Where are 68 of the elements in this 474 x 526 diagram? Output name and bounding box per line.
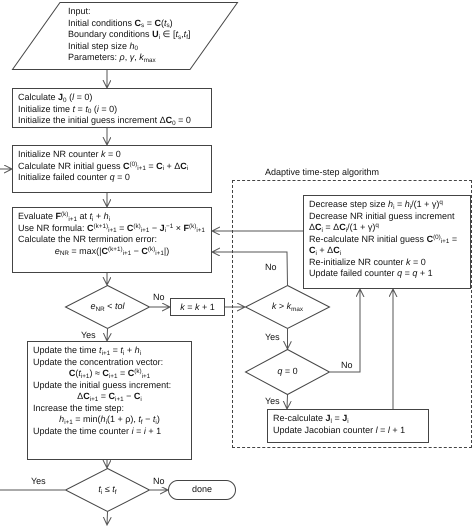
edge-label: Yes xyxy=(80,330,97,341)
step-text: Calculate NR initial guess C$^{(0)}$$_{i+1}$ = C$_{i}$ + ΔC$_{i}$ xyxy=(18,160,190,172)
step-text: Calculate the NR termination error: xyxy=(18,234,158,246)
process-box xyxy=(170,298,225,316)
step-text: Re-initialize NR counter k = 0 xyxy=(309,256,427,268)
step-text: Increase the time step: xyxy=(33,402,126,414)
process-box xyxy=(27,341,192,460)
arrow xyxy=(224,302,246,312)
condition-text: q = 0 xyxy=(277,366,298,378)
edge-label: No xyxy=(152,292,166,303)
process-box xyxy=(12,207,212,273)
region-title: Adaptive time-step algorithm xyxy=(265,167,380,178)
arrow xyxy=(212,226,304,236)
edge-label: No xyxy=(264,262,278,273)
step-text: Initial conditions C$_{s}$ = C(t$_{s}$) xyxy=(68,18,174,29)
step-text: Evaluate F$^{(k)}$$_{i+1}$ at t$_{i}$ + h$_{i}$ xyxy=(18,211,112,222)
edge-label: No xyxy=(340,360,354,371)
edge-label: Yes xyxy=(264,396,281,407)
arrow xyxy=(102,128,112,146)
step-text: Update the concentration vector: xyxy=(33,356,164,368)
step-text: k = k + 1 xyxy=(179,302,216,314)
step-text: Decrease step size h$_{i}$ = h$_{i}$/(1 + γ)$^{q}$ xyxy=(309,199,444,210)
arrow xyxy=(150,302,170,312)
arrow xyxy=(102,460,112,468)
step-text: h$_{i+1}$ = min(h$_{i}$(1 + ρ), t$_{f}$ − t$_{i}$) xyxy=(58,414,161,426)
edge-label: Yes xyxy=(30,476,47,487)
step-text: Decrease NR initial guess increment ΔC$_{i}$ = ΔC$_{i}$/(1 + γ)$^{q}$ xyxy=(309,210,456,234)
step-text: Initialize failed counter q = 0 xyxy=(18,172,131,184)
step-text: Initialize the initial guess increment ΔC$_{0}$ = 0 xyxy=(18,115,192,126)
step-text: Update failed counter q = q + 1 xyxy=(309,268,434,280)
step-text: Update the time counter i = i + 1 xyxy=(33,426,162,437)
edge-label: No xyxy=(152,476,166,487)
process-box xyxy=(303,195,471,289)
step-text: Parameters: ρ, γ, k$_{max}$ xyxy=(68,52,157,64)
arrow xyxy=(150,486,168,494)
step-text: done xyxy=(192,484,212,496)
step-text: Initial step size h$_{0}$ xyxy=(68,40,140,52)
condition-text: e$_{NR}$ < tol xyxy=(90,301,124,313)
step-text: Update the time t$_{i+1}$ = t$_{i}$ + h$_{i}$ xyxy=(33,345,142,356)
arrow xyxy=(330,288,364,372)
step-text: Update Jacobian counter l = l + 1 xyxy=(273,424,406,436)
arrow xyxy=(102,272,112,286)
step-text: Calculate J$_{0}$ (l = 0) xyxy=(18,92,94,104)
step-text: Re-calculate NR initial guess C$^{(0)}$$_{i+1}$ = C$_{i}$ + ΔC$_{i}$ xyxy=(309,234,458,256)
condition-text: k > k$_{max}$ xyxy=(272,301,304,313)
step-text: ΔC$_{i+1}$ = C$_{i+1}$ − C$_{i}$ xyxy=(76,391,143,402)
step-text: e$_{NR}$ = max(|C$^{(k+1)}$$_{i+1}$ − C$^{(k)}$$_{i+1}$|) xyxy=(54,246,170,257)
arrow xyxy=(388,288,398,410)
step-text: Re-calculate J$_{l}$ = J$_{i}$ xyxy=(273,413,350,424)
condition-text: t$_{i}$ ≤ t$_{f}$ xyxy=(98,484,117,496)
arrow xyxy=(0,164,12,174)
step-text: Initialize time t = t$_{0}$ (i = 0) xyxy=(18,104,118,115)
arrow xyxy=(102,512,112,526)
arrow xyxy=(102,70,112,88)
step-text: Update the initial guess increment: xyxy=(33,380,172,391)
arrow xyxy=(212,248,288,286)
arrow xyxy=(102,192,112,208)
step-text: Input: xyxy=(68,6,92,18)
process-box xyxy=(12,88,212,128)
arrow xyxy=(283,328,292,350)
arrow xyxy=(282,394,292,410)
step-text: Initialize NR counter k = 0 xyxy=(18,149,122,160)
process-box xyxy=(12,145,212,193)
edge-label: Yes xyxy=(264,332,281,343)
process-box xyxy=(267,409,429,443)
step-text: Boundary conditions U$_{i}$ ∈ [t$_{s}$,t$_{f}$] xyxy=(68,29,192,40)
arrow xyxy=(102,328,112,342)
terminal-box xyxy=(168,480,236,500)
